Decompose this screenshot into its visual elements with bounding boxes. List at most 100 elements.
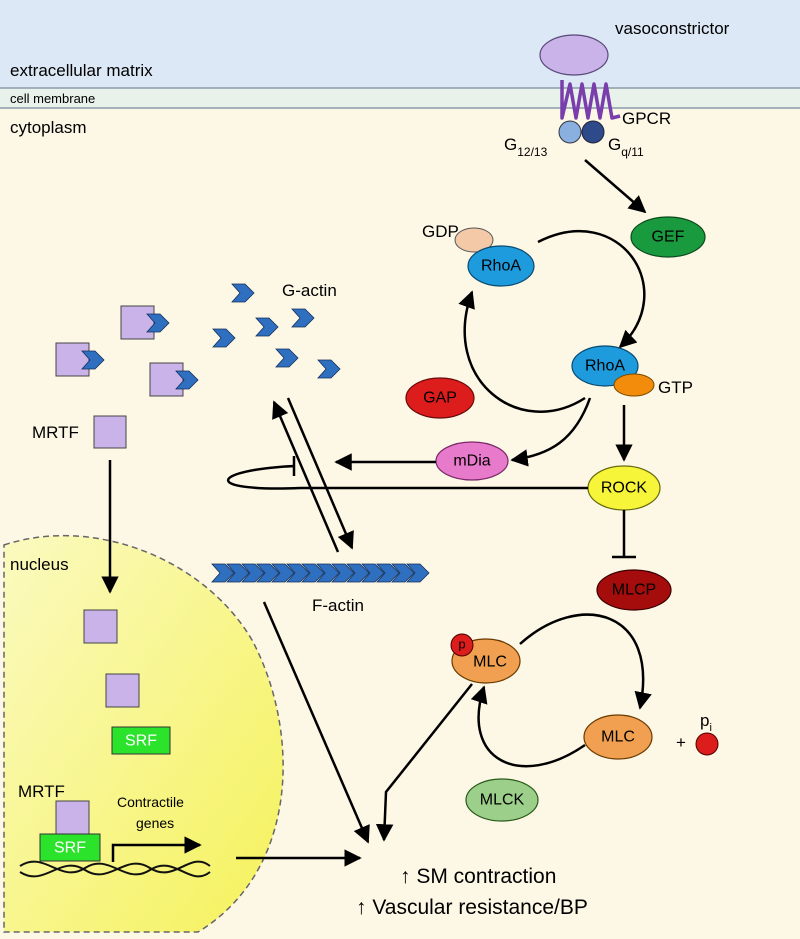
mlcp-node — [596, 569, 672, 611]
mdia-label: mDia — [453, 453, 490, 470]
mrtf-cyto-label: MRTF — [32, 423, 79, 442]
f-actin-subunit — [301, 563, 325, 583]
mrtf-complex-square — [55, 342, 90, 377]
extracellular-region — [0, 0, 800, 88]
f-actin-subunit — [316, 563, 340, 583]
gap-node — [405, 377, 475, 419]
arrow-rhoa-gdp-to-gtp — [537, 229, 646, 349]
g-actin-monomers — [212, 283, 341, 379]
mrtf-gactin-complexes — [55, 305, 199, 397]
gdp-molecule — [454, 227, 494, 253]
mlck-label: MLCK — [480, 792, 525, 809]
mlck-node — [465, 778, 539, 822]
srf-bound-label: SRF — [54, 840, 86, 857]
g-actin-monomer — [231, 283, 255, 303]
f-actin-subunit — [271, 563, 295, 583]
mlc-node — [583, 714, 653, 760]
arrow-factin-to-gactin — [272, 400, 340, 553]
f-actin-subunit — [226, 563, 250, 583]
g-actin-label: G-actin — [282, 281, 337, 300]
f-actin-subunit — [406, 563, 430, 583]
mrtf-nuclear-2 — [105, 673, 140, 708]
g-actin-bound-monomer — [175, 370, 199, 390]
g-actin-monomer — [275, 348, 299, 368]
gef-node — [630, 216, 706, 258]
g-actin-monomer — [255, 317, 279, 337]
vasoconstrictor-ligand — [539, 34, 609, 76]
contractile-genes-line2: genes — [136, 815, 174, 831]
rhoa-gdp-node — [467, 245, 535, 287]
g1213-protein — [558, 120, 582, 144]
arrow-mlc-contraction — [375, 683, 473, 842]
rock-inhibit-loop — [227, 464, 588, 490]
vasoconstrictor-label: vasoconstrictor — [615, 19, 730, 38]
srf-bound-dna — [39, 833, 101, 862]
mrtf-bound-dna — [55, 800, 90, 835]
arrow-mlcp-dephosph — [519, 613, 652, 710]
gq11-label: Gq/11 — [608, 135, 644, 159]
mrtf-nuc-label: MRTF — [18, 782, 65, 801]
outcome-contraction: ↑ SM contraction — [400, 865, 556, 888]
dna-strand — [19, 860, 211, 878]
mrtf-nuclear-1 — [83, 609, 118, 644]
g-actin-bound-monomer — [146, 313, 170, 333]
g-actin-bound-monomer — [81, 350, 105, 370]
f-actin-filament — [211, 563, 430, 583]
arrow-rhoa-gtp-to-gdp — [458, 290, 586, 413]
f-actin-subunit — [331, 563, 355, 583]
mlc-phospho-label: MLC — [473, 654, 507, 671]
arrow-factin-contraction — [262, 601, 370, 844]
membrane-label: cell membrane — [10, 91, 95, 106]
mrtf-complex-square — [149, 362, 184, 397]
g1213-label: G12/13 — [504, 135, 548, 159]
cytoplasm-label: cytoplasm — [10, 118, 87, 137]
arrow-gactin-to-factin — [286, 397, 354, 550]
phosphate-badge — [450, 633, 474, 657]
mlc-label: MLC — [601, 729, 635, 746]
rock-label: ROCK — [601, 480, 648, 497]
srf-free-label: SRF — [125, 733, 157, 750]
gtp-molecule — [613, 373, 655, 397]
gpcr-label: GPCR — [622, 109, 671, 128]
nucleus-label: nucleus — [10, 555, 69, 574]
mrtf-complex-square — [120, 305, 155, 340]
dna-helix — [19, 860, 211, 878]
outcome-resistance: ↑ Vascular resistance/BP — [356, 896, 588, 919]
gtp-label: GTP — [658, 378, 693, 397]
f-actin-subunit — [286, 563, 310, 583]
rhoa-gdp-label: RhoA — [481, 258, 521, 275]
g-actin-monomer — [291, 308, 315, 328]
g-actin-monomer — [317, 359, 341, 379]
f-actin-subunit — [361, 563, 385, 583]
extracellular-label: extracellular matrix — [10, 61, 153, 80]
mlcp-label: MLCP — [612, 582, 656, 599]
gdp-label: GDP — [422, 222, 459, 241]
contractile-genes-line1: Contractile — [117, 794, 184, 810]
pi-molecule — [695, 732, 719, 756]
f-actin-subunit — [241, 563, 265, 583]
gq11-protein — [581, 120, 605, 144]
arrow-mlck-phosph — [470, 685, 586, 768]
membrane-region — [0, 88, 800, 108]
arrow-gprotein-gef — [584, 159, 647, 214]
phosphate-badge-label: p — [458, 637, 465, 652]
f-actin-subunit — [376, 563, 400, 583]
transcription-arrow — [111, 836, 202, 862]
g-actin-monomer — [212, 328, 236, 348]
gpcr-receptor — [560, 80, 621, 120]
f-actin-subunit — [256, 563, 280, 583]
gef-label: GEF — [652, 229, 685, 246]
rhoa-gtp-label: RhoA — [585, 358, 625, 375]
arrow-rhoa-mdia — [510, 397, 592, 467]
srf-free — [111, 726, 171, 755]
pi-label: pi — [700, 711, 712, 734]
f-actin-subunit — [211, 563, 235, 583]
f-actin-subunit — [391, 563, 415, 583]
plus-sign: + — [676, 733, 686, 752]
f-actin-subunit — [346, 563, 370, 583]
f-actin-label: F-actin — [312, 596, 364, 615]
gap-label: GAP — [423, 390, 457, 407]
mrtf-free — [93, 415, 127, 449]
